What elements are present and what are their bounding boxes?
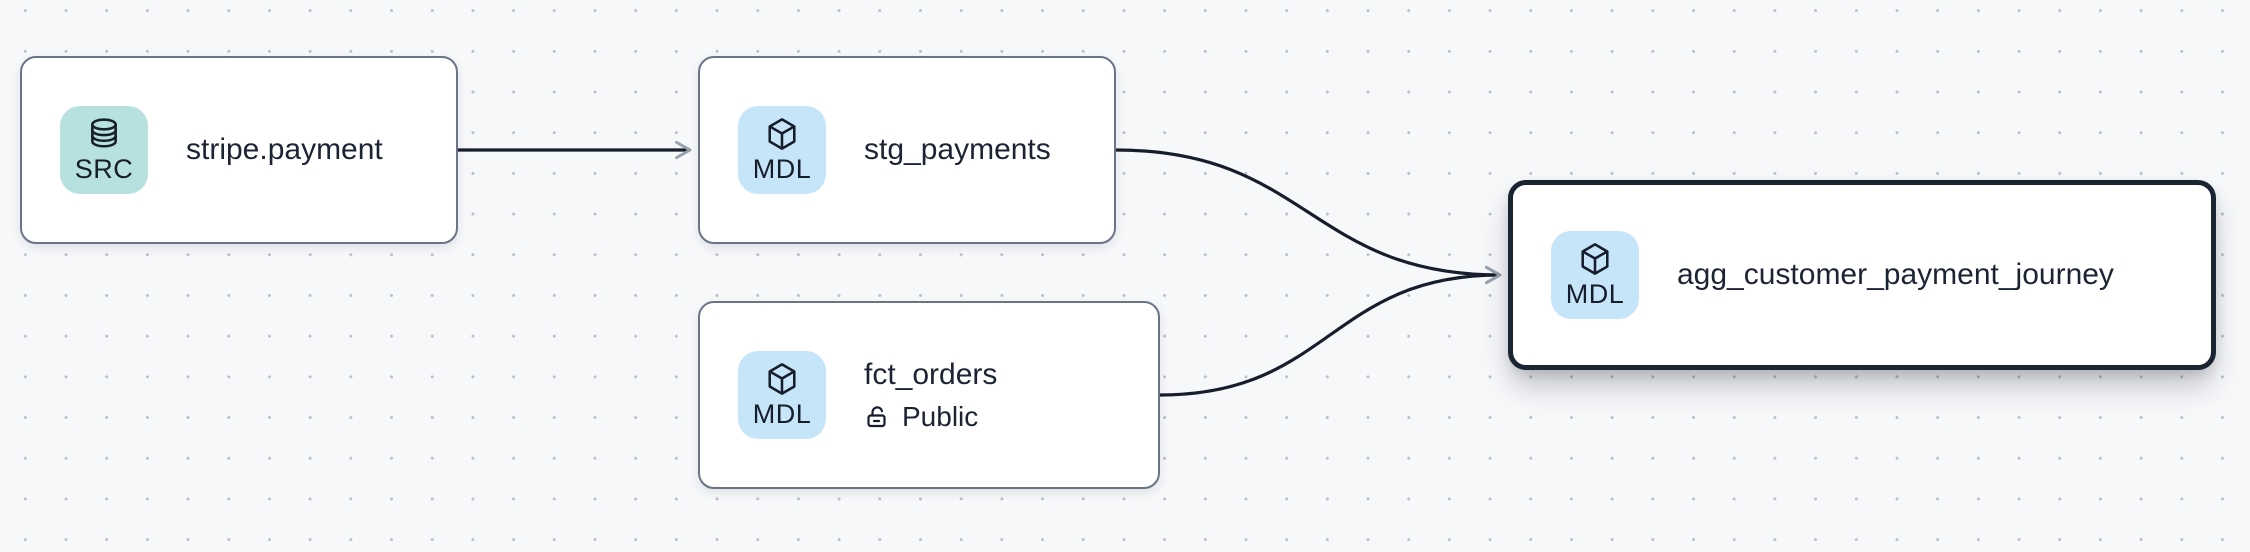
edge-fct-orders-to-agg-customer-payment-journey[interactable] xyxy=(1159,265,1502,397)
badge-label: SRC xyxy=(74,154,134,184)
node-title: stg_payments xyxy=(864,133,1051,166)
node-stg-payments[interactable]: MDL stg_payments xyxy=(698,56,1116,244)
edge-stg-payments-to-agg-customer-payment-journey[interactable] xyxy=(1115,148,1502,285)
badge-label: MDL xyxy=(1565,279,1625,309)
node-title: fct_orders xyxy=(864,358,998,391)
cube-icon xyxy=(768,118,796,150)
node-text: fct_orders Public xyxy=(864,356,997,434)
source-type-badge: SRC xyxy=(60,106,148,194)
cube-icon xyxy=(768,363,796,395)
node-agg-customer-payment-journey[interactable]: MDL agg_customer_payment_journey xyxy=(1508,180,2216,370)
node-fct-orders[interactable]: MDL fct_orders Public xyxy=(698,301,1160,489)
database-icon xyxy=(91,118,117,148)
node-title: stripe.payment xyxy=(186,133,383,166)
model-type-badge: MDL xyxy=(738,351,826,439)
access-badge: Public xyxy=(864,400,997,434)
badge-label: MDL xyxy=(752,154,812,184)
lock-open-icon xyxy=(867,406,886,428)
badge-label: MDL xyxy=(752,399,812,429)
access-label: Public xyxy=(902,401,979,432)
model-type-badge: MDL xyxy=(1551,231,1639,319)
cube-icon xyxy=(1581,243,1609,275)
node-title: agg_customer_payment_journey xyxy=(1677,258,2114,291)
node-stripe-payment[interactable]: SRC stripe.payment xyxy=(20,56,458,244)
model-type-badge: MDL xyxy=(738,106,826,194)
